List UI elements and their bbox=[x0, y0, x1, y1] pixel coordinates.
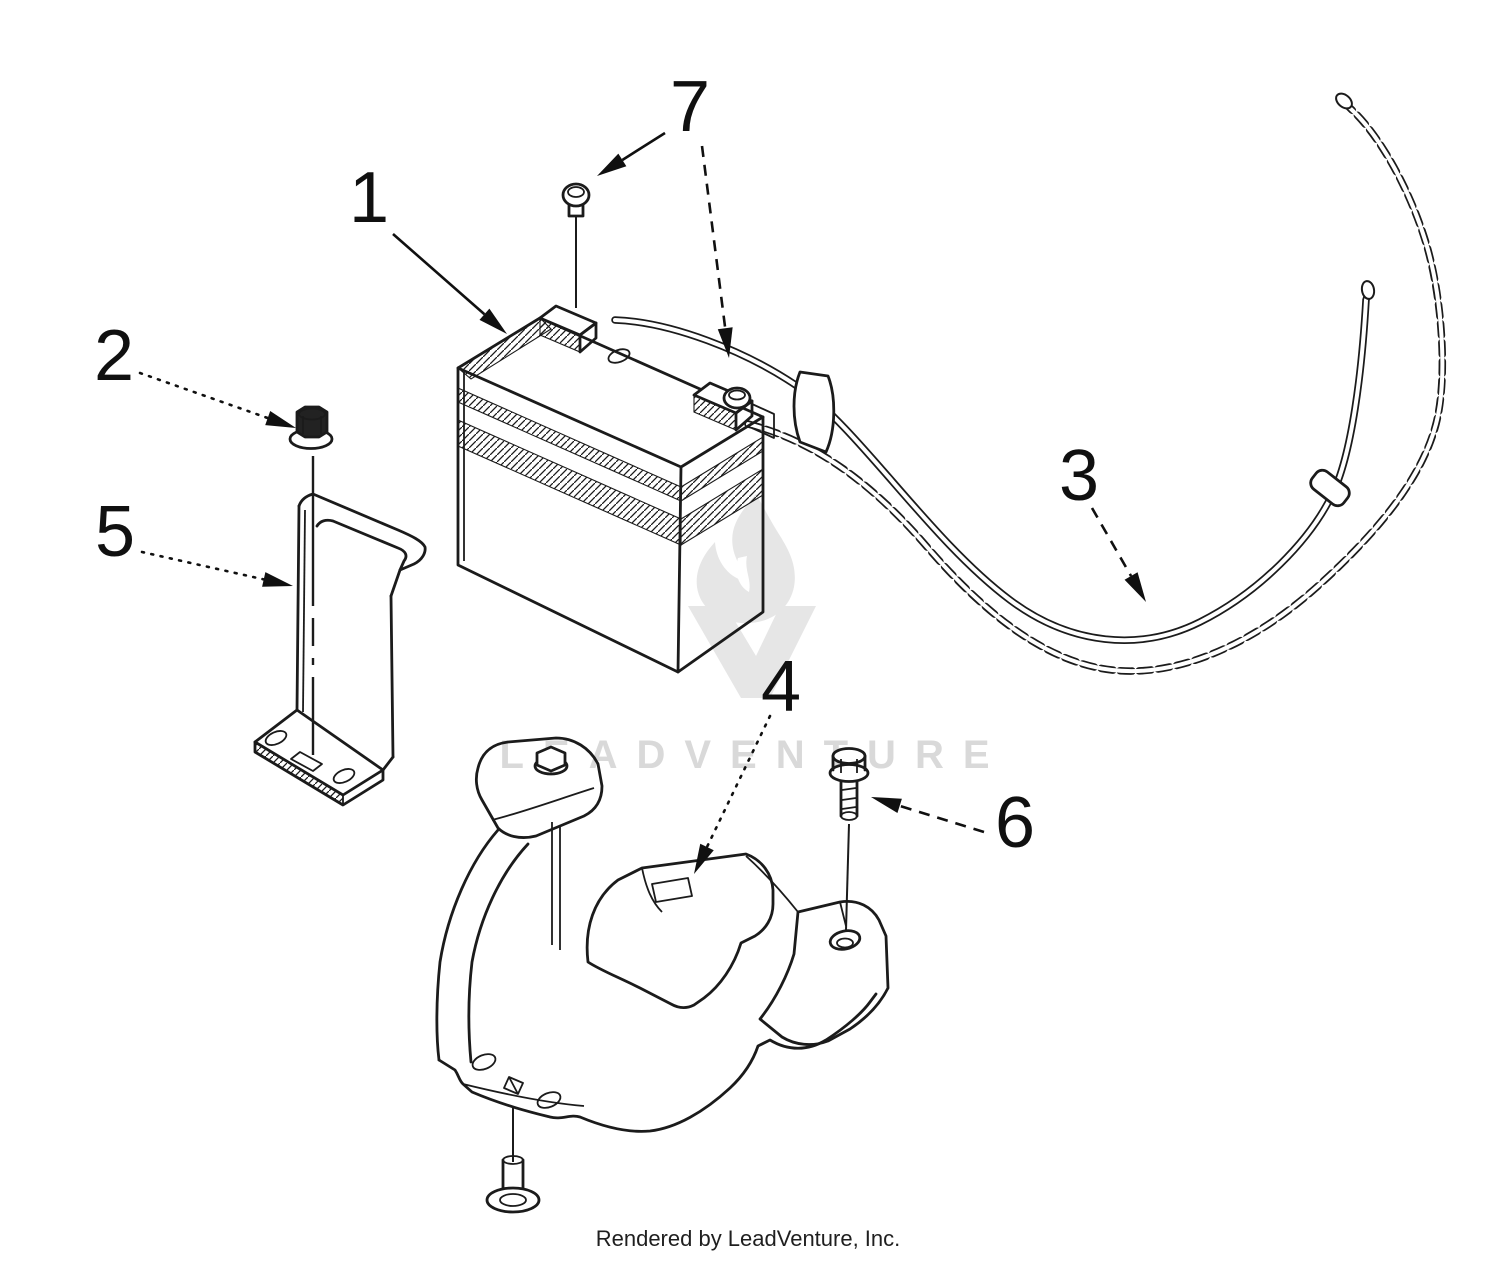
callout-2[interactable]: 2 bbox=[94, 316, 296, 428]
callout-number: 3 bbox=[1059, 436, 1099, 516]
battery-cable-harness bbox=[611, 92, 1447, 675]
callout-5[interactable]: 5 bbox=[95, 492, 293, 587]
leader-line bbox=[1090, 507, 1133, 577]
callouts-layer: 1 2 3 4 5 6 7 bbox=[94, 67, 1146, 874]
watermark-flame-notch bbox=[736, 556, 750, 592]
cable-end-lower bbox=[1360, 280, 1376, 300]
leader-arrowhead bbox=[597, 153, 627, 176]
leader-line bbox=[140, 550, 266, 581]
leader-line bbox=[899, 804, 985, 834]
callout-3[interactable]: 3 bbox=[1059, 436, 1146, 602]
leader-arrowhead bbox=[265, 410, 296, 428]
callout-7[interactable]: 7 bbox=[597, 67, 733, 358]
cable-end-upper bbox=[1335, 92, 1353, 110]
watermark: LEADVENTURE bbox=[499, 494, 1008, 777]
leader-arrowhead bbox=[1124, 572, 1146, 602]
callout-1[interactable]: 1 bbox=[349, 158, 507, 334]
leader-arrowhead bbox=[871, 797, 902, 814]
leader-arrowhead bbox=[717, 327, 733, 358]
callout-number: 5 bbox=[95, 492, 135, 572]
battery-terminal-front bbox=[538, 304, 598, 354]
footer-credit: Rendered by LeadVenture, Inc. bbox=[596, 1226, 901, 1251]
battery-tray bbox=[435, 736, 890, 1214]
leader-line bbox=[700, 145, 727, 329]
callout-6[interactable]: 6 bbox=[871, 783, 1035, 863]
leader-line bbox=[138, 371, 270, 420]
tray-right-mount bbox=[758, 899, 890, 1046]
tray-bottom-bolt bbox=[485, 1106, 541, 1214]
leader-arrowhead bbox=[262, 572, 293, 587]
leader-arrowhead bbox=[694, 843, 714, 874]
callout-number: 1 bbox=[349, 158, 389, 238]
leader-line bbox=[392, 233, 486, 316]
cable-black bbox=[744, 100, 1447, 675]
battery-hold-down-bracket bbox=[253, 456, 427, 807]
tray-corner-bolt bbox=[533, 745, 569, 776]
callout-number: 7 bbox=[670, 67, 710, 147]
watermark-v-icon bbox=[688, 606, 816, 698]
battery bbox=[456, 304, 775, 674]
hex-flange-bolt bbox=[828, 747, 870, 931]
leader-arrowhead bbox=[479, 308, 507, 334]
callout-number: 2 bbox=[94, 316, 134, 396]
flange-nut bbox=[288, 405, 334, 450]
callout-number: 4 bbox=[761, 647, 801, 727]
callout-4[interactable]: 4 bbox=[694, 647, 801, 874]
watermark-text: LEADVENTURE bbox=[499, 733, 1008, 777]
cable-clamp bbox=[792, 370, 836, 454]
callout-number: 6 bbox=[995, 783, 1035, 863]
terminal-screw-front bbox=[561, 182, 591, 308]
terminal-screw-right bbox=[722, 386, 752, 410]
leader-line bbox=[621, 131, 666, 162]
cable-ferrule bbox=[1309, 468, 1351, 508]
